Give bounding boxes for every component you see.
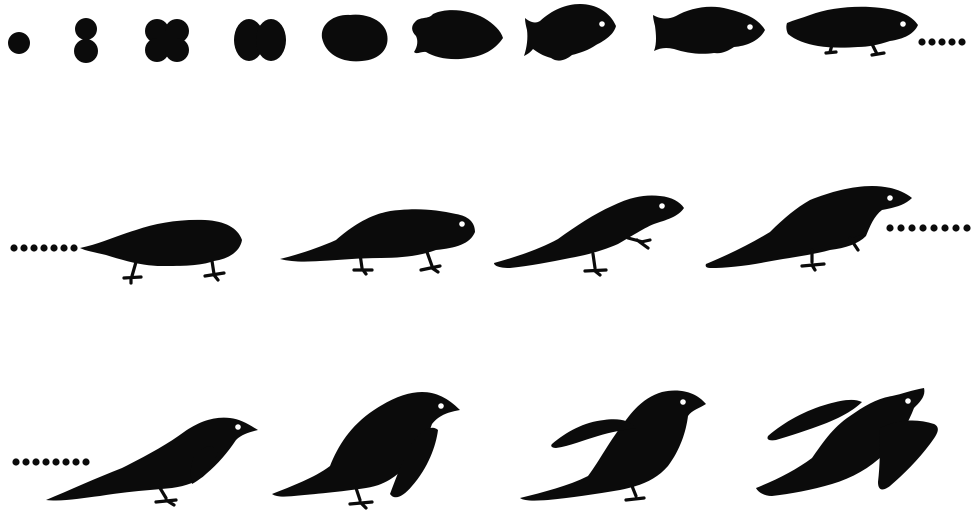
- ellipsis-dots-row-1: [918, 38, 965, 45]
- eye-icon: [905, 398, 911, 404]
- eye-icon: [680, 399, 686, 405]
- fish-with-legs: [786, 7, 918, 55]
- salamander-low: [280, 209, 475, 274]
- eye-icon: [659, 203, 665, 209]
- eye-icon: [887, 195, 893, 201]
- eye-icon: [438, 403, 444, 409]
- ellipsis-dots-row-2-end: [886, 224, 970, 231]
- fish-with-fins: [524, 4, 616, 61]
- four-cell-stage: [145, 19, 189, 62]
- bird-raised-wing: [520, 391, 706, 501]
- round-blob: [322, 15, 388, 62]
- row-1-cell-to-fish: [8, 4, 966, 63]
- lizard-upright-neck: [706, 186, 912, 270]
- ellipsis-dots-row-2-start: [10, 244, 77, 251]
- eye-icon: [900, 21, 906, 27]
- eye-icon: [235, 424, 241, 430]
- lizard-raised-head: [494, 195, 684, 275]
- cell-cluster: [234, 19, 286, 61]
- eye-icon: [459, 221, 465, 227]
- ellipsis-dots-row-3-start: [12, 458, 89, 465]
- row-3-reptile-to-bird: [12, 388, 937, 508]
- two-cell-stage: [74, 18, 98, 63]
- fish-elongated: [653, 7, 765, 54]
- fish-like-blob: [412, 10, 503, 59]
- eye-icon: [599, 21, 605, 27]
- amphibian-blunt-head: [80, 220, 242, 283]
- bird-in-flight: [756, 388, 938, 496]
- row-2-amphibian-to-reptile: [10, 186, 970, 283]
- bird-upright: [272, 392, 460, 508]
- eye-icon: [747, 24, 753, 30]
- single-cell-dot: [8, 32, 30, 54]
